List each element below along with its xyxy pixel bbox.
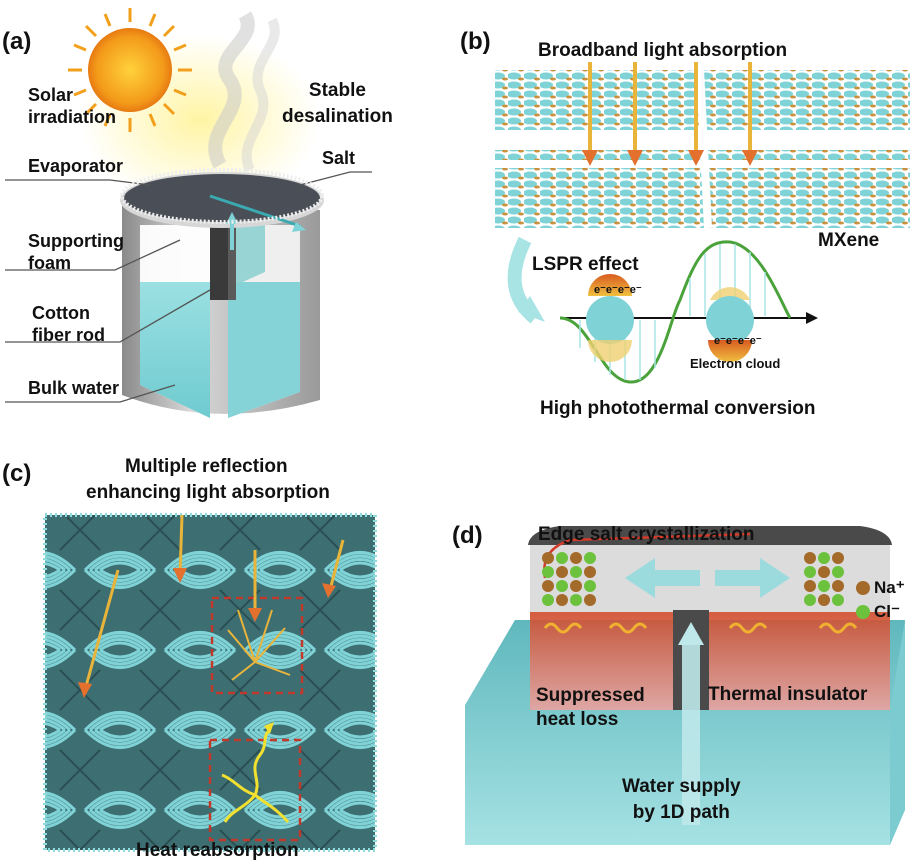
reabsorption-box: [208, 738, 302, 842]
panel-b-bottom-label: High photothermal conversion: [540, 398, 816, 419]
panel-a: (a) Solar irradiation Stable desalinatio…: [0, 0, 430, 440]
panel-a-label: (a): [2, 28, 32, 55]
solar-irradiation-label: Solar irradiation: [28, 85, 117, 127]
panel-d-title: Edge salt crystallization: [538, 524, 755, 545]
panel-b: (b) Broadband light absorption MXene LSP…: [460, 0, 920, 440]
supporting-foam-label: Supporting foam: [28, 231, 124, 273]
bulk-water-label: Bulk water: [28, 378, 120, 398]
salt-crystals-right: [804, 552, 844, 606]
reflection-box: [210, 596, 304, 695]
cl-legend-icon: [856, 605, 870, 619]
cotton-fiber-rod-label: Cotton fiber rod: [32, 303, 106, 345]
evaporator-cross-section: [465, 526, 905, 845]
panel-c: (c) Multiple reflection enhancing light …: [0, 450, 430, 867]
panel-c-label: (c): [2, 460, 32, 487]
panel-b-title: Broadband light absorption: [538, 40, 788, 61]
woven-fabric-illustration: [43, 513, 377, 852]
sun-icon: [68, 8, 192, 132]
mxene-lspr-illustration: [495, 62, 910, 384]
lateral-flow-arrows: [625, 558, 790, 598]
evaporator-cylinder-illustration: [5, 8, 372, 418]
panel-c-title-line1: Multiple reflection: [125, 456, 288, 477]
water-supply-label: Water supply by 1D path: [622, 776, 741, 823]
panel-d: (d) Edge salt crystallization Na⁺ Cl⁻ Su…: [450, 450, 920, 867]
leader-lines: [5, 171, 372, 403]
fabric-surface: [45, 515, 375, 850]
light-arrows: [582, 62, 758, 166]
heat-squiggles: [221, 728, 290, 823]
suppressed-heat-loss-label: Suppressed heat loss: [536, 685, 645, 730]
sine-wave: [559, 240, 792, 384]
thermal-insulator-label: Thermal insulator: [708, 684, 868, 705]
reflection-rays: [227, 609, 291, 681]
na-legend-icon: [856, 581, 870, 595]
thermal-insulator-layer: [530, 612, 890, 710]
panel-c-title-line2: enhancing light absorption: [86, 482, 330, 503]
mxene-layers: [495, 69, 910, 229]
na-label: Na⁺: [874, 578, 905, 597]
electron-cloud-label: Electron cloud: [690, 356, 781, 371]
nanoparticle-1: [586, 274, 634, 362]
evaporator-label: Evaporator: [28, 156, 124, 176]
mxene-label: MXene: [818, 230, 880, 251]
stable-desalination-label: Stable desalination: [282, 80, 393, 127]
nanoparticle-2: [706, 287, 754, 362]
panel-d-label: (d): [452, 522, 483, 549]
salt-crystals-left: [542, 552, 596, 606]
water-supply-arrow: [682, 645, 700, 825]
heat-wave-icons: [543, 622, 858, 634]
lspr-label: LSPR effect: [532, 254, 639, 275]
incident-arrows: [78, 514, 345, 698]
electrons-bottom-label: e⁻e⁻e⁻e⁻: [714, 335, 762, 347]
panel-c-bottom-label: Heat reabsorption: [136, 840, 299, 861]
electrons-top-label: e⁻e⁻e⁻e⁻: [594, 284, 642, 296]
evaporator-cylinder: [120, 172, 324, 418]
cl-label: Cl⁻: [874, 602, 900, 621]
salt-label: Salt: [322, 148, 356, 168]
panel-b-label: (b): [460, 28, 491, 55]
